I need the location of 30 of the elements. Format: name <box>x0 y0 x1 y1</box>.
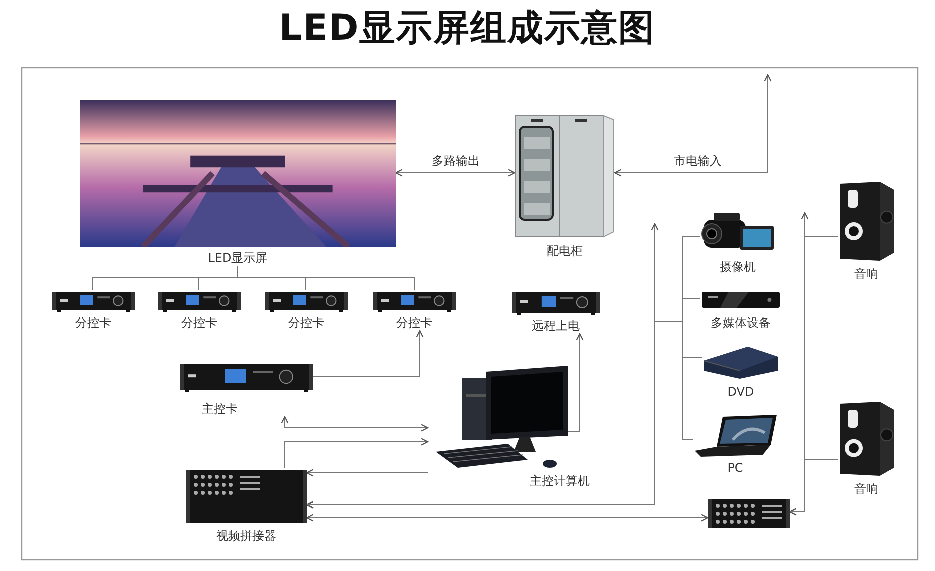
device-label: 主控计算机 <box>530 474 590 489</box>
device-label: PC <box>728 461 744 476</box>
arrow <box>568 333 584 432</box>
connector-line <box>238 266 416 290</box>
device-label: 配电柜 <box>547 244 583 259</box>
arrow <box>306 469 428 477</box>
device-label: 分控卡 <box>182 316 218 331</box>
device-label: 分控卡 <box>396 316 432 331</box>
arrow <box>306 223 659 506</box>
device-label: 远程上电 <box>532 319 580 334</box>
device-label: 分控卡 <box>76 316 112 331</box>
arrow <box>284 438 429 468</box>
arrow <box>395 169 516 177</box>
device-label: 音响 <box>854 482 878 497</box>
device-label: LED显示屏 <box>208 251 268 266</box>
diagram-title: LED显示屏组成示意图 <box>278 7 657 51</box>
device-label: 视频拼接器 <box>216 529 276 544</box>
arrow <box>281 416 429 432</box>
arrow <box>790 212 809 512</box>
arrow <box>789 460 838 516</box>
device-label: 摄像机 <box>720 260 756 275</box>
edge-label: 市电输入 <box>672 154 724 169</box>
arrow <box>312 330 424 378</box>
device-label: 多媒体设备 <box>711 316 771 331</box>
device-label: 音响 <box>854 267 878 282</box>
device-label: DVD <box>728 385 754 400</box>
device-label: 主控卡 <box>202 402 238 417</box>
arrow <box>306 514 709 522</box>
arrow <box>614 74 772 177</box>
device-label: 分控卡 <box>288 316 324 331</box>
